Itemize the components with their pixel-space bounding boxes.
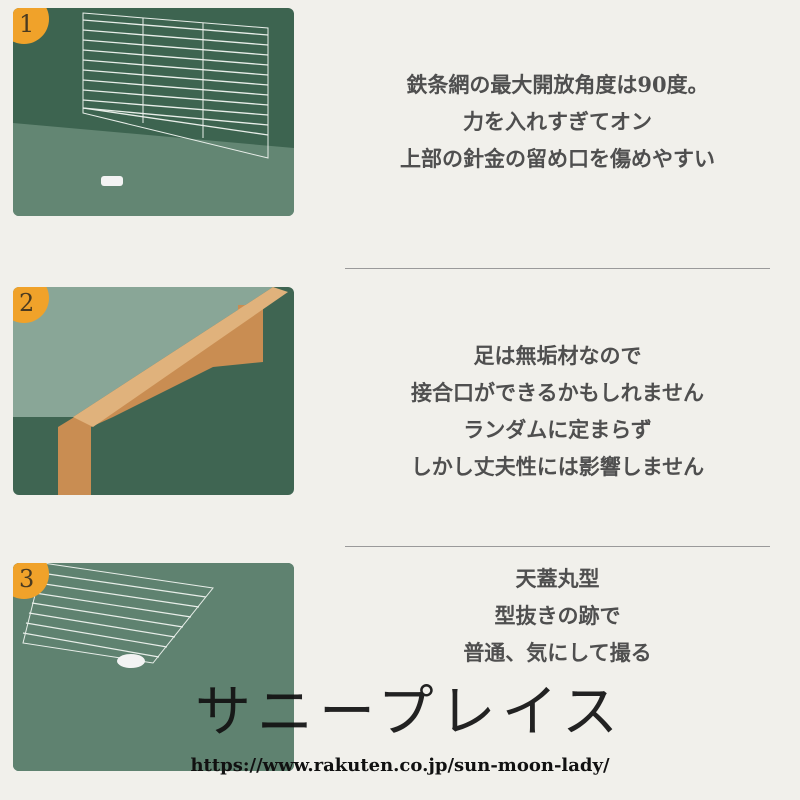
dome-lid-illustration [13, 563, 294, 771]
watermark: サニープレイス [195, 680, 624, 745]
wire-lid-illustration [13, 12, 294, 216]
desc-line: 足は無垢材なので [473, 343, 642, 368]
product-photo-3: 3 [13, 563, 294, 771]
desc-line: 上部の針金の留め口を傷めやすい [400, 146, 715, 171]
desc-line: 力を入れすぎてオン [463, 109, 652, 134]
feature-description-2: 足は無垢材なので 接合口ができるかもしれません ランダムに定まらず しかし丈夫性… [345, 337, 770, 485]
feature-description-3: 天蓋丸型 型抜きの跡で 普通、気にして撮る [345, 560, 770, 671]
product-photo-1: 1 [13, 8, 294, 216]
badge-number: 1 [19, 10, 35, 38]
divider [345, 268, 770, 269]
desc-line: 鉄条網の最大開放角度は90度。 [406, 72, 709, 97]
wooden-leg-illustration [13, 287, 288, 495]
number-badge: 1 [13, 8, 49, 44]
number-badge: 3 [13, 563, 49, 599]
product-photo-2: 2 [13, 287, 294, 495]
divider [345, 546, 770, 547]
desc-line: 接合口ができるかもしれません [411, 380, 704, 405]
desc-line: 普通、気にして撮る [463, 640, 652, 665]
feature-description-1: 鉄条網の最大開放角度は90度。 力を入れすぎてオン 上部の針金の留め口を傷めやす… [345, 66, 770, 177]
badge-number: 2 [19, 289, 35, 317]
desc-line: 天蓋丸型 [515, 566, 600, 591]
desc-line: しかし丈夫性には影響しません [410, 454, 705, 479]
desc-line: 型抜きの跡で [494, 603, 621, 628]
desc-line: ランダムに定まらず [463, 417, 652, 442]
shop-url: https://www.rakuten.co.jp/sun-moon-lady/ [190, 755, 610, 776]
badge-number: 3 [19, 565, 35, 593]
